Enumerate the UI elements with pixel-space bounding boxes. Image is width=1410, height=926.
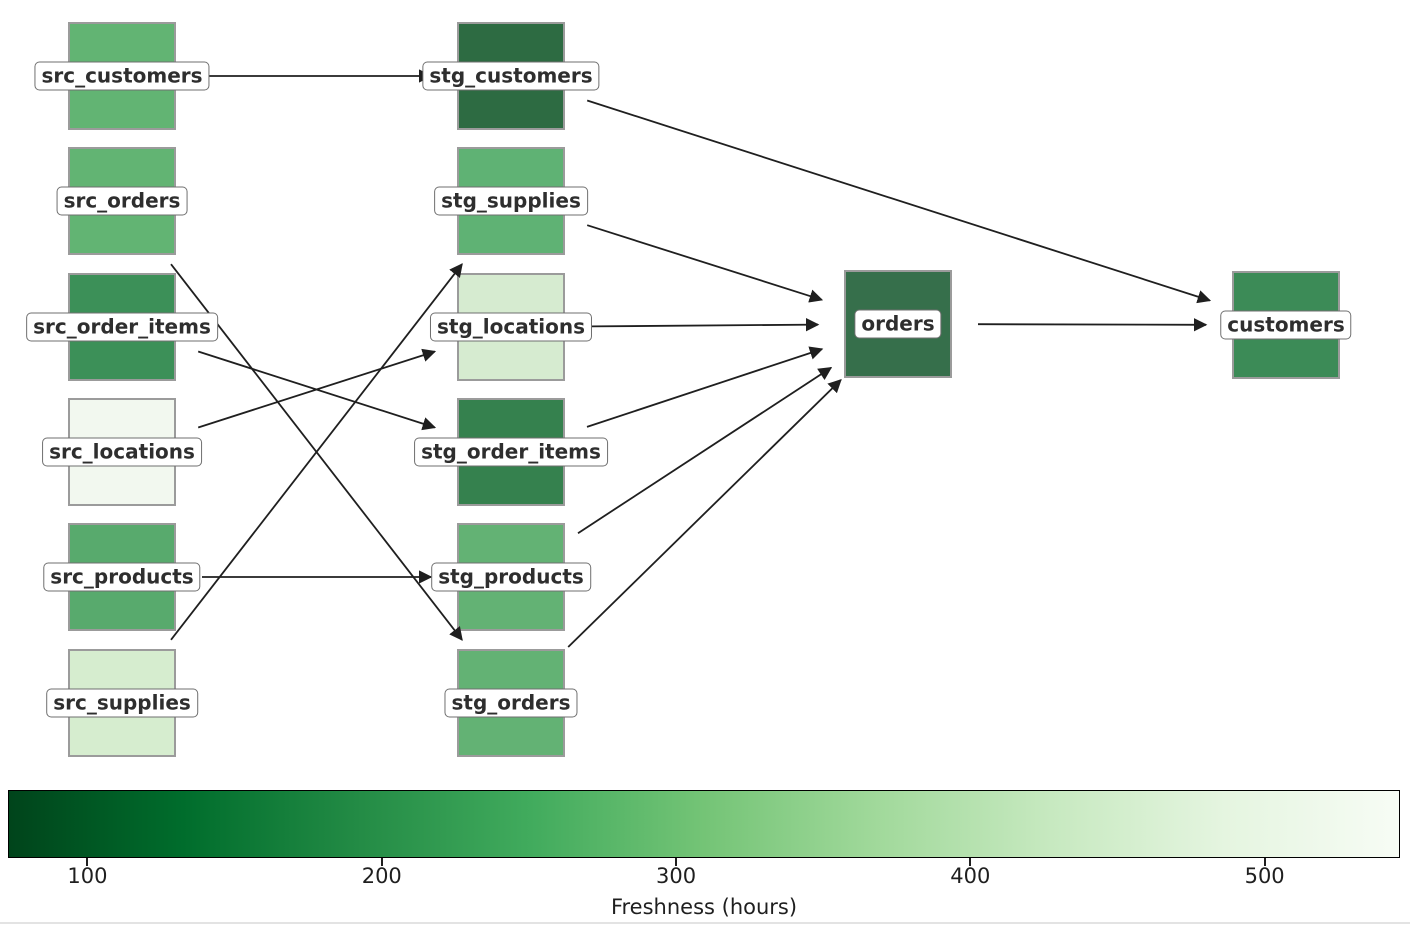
colorbar-tick-mark-100 [86,858,89,866]
freshness-colorbar [8,790,1400,858]
edge-stg_products-to-orders [577,367,833,534]
colorbar-tick-label-300: 300 [655,864,697,888]
colorbar-tick-mark-200 [380,858,383,866]
bottom-hairline [0,922,1410,924]
node-label-src_orders: src_orders [56,186,188,216]
edge-src_supplies-to-stg_supplies [170,263,463,641]
node-label-src_supplies: src_supplies [46,688,198,718]
colorbar-tick-label-100: 100 [67,864,108,888]
colorbar-tick-label-200: 200 [361,864,402,888]
node-label-stg_orders: stg_orders [444,688,578,718]
node-label-orders: orders [854,309,942,339]
edge-stg_supplies-to-orders [586,224,824,303]
node-label-customers: customers [1220,310,1352,340]
colorbar-tick-label-500: 500 [1244,864,1285,888]
node-label-src_order_items: src_order_items [26,312,218,342]
edge-orders-to-customers [977,318,1208,332]
colorbar-axis-label: Freshness (hours) [610,895,798,919]
node-label-stg_locations: stg_locations [429,312,593,342]
node-label-stg_customers: stg_customers [422,61,600,91]
edge-src_locations-to-stg_locations [197,348,437,429]
edge-stg_locations-to-orders [590,317,820,332]
colorbar-tick-label-400: 400 [950,864,991,888]
colorbar-tick-mark-500 [1263,858,1266,866]
node-label-src_products: src_products [43,562,201,592]
node-label-src_customers: src_customers [34,61,210,91]
node-label-src_locations: src_locations [42,437,202,467]
node-label-stg_supplies: stg_supplies [434,186,588,216]
edge-stg_orders-to-orders [567,379,842,648]
colorbar-tick-mark-300 [675,858,678,866]
colorbar-tick-mark-400 [969,858,972,866]
node-label-stg_products: stg_products [431,562,591,592]
edge-stg_customers-to-customers [586,99,1212,304]
node-label-stg_order_items: stg_order_items [414,437,608,467]
edge-stg_order_items-to-orders [586,346,824,428]
